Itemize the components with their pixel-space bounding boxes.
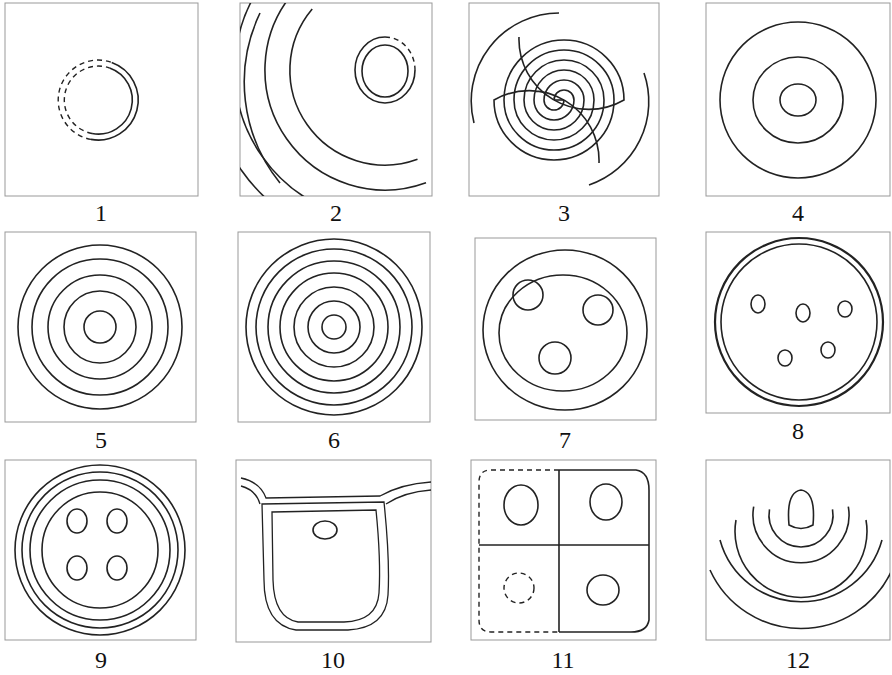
callout-number: 2 <box>330 201 342 225</box>
panel-illustration <box>238 232 430 422</box>
callout-number: 7 <box>559 428 571 452</box>
callout-number: 10 <box>321 648 345 672</box>
callout-number: 6 <box>328 428 340 452</box>
panel-illustration <box>706 232 890 413</box>
panel-illustration <box>5 3 198 196</box>
panel-illustration <box>236 460 431 642</box>
callout-number: 5 <box>95 428 107 452</box>
panel-illustration <box>469 3 659 196</box>
panel-illustration <box>5 460 196 640</box>
panel-illustration <box>5 232 196 422</box>
callout-number: 9 <box>95 648 107 672</box>
panel-illustration <box>210 0 445 245</box>
panel-illustration <box>706 3 890 196</box>
panel-illustration <box>471 460 656 640</box>
panel-illustration <box>706 460 892 640</box>
callout-number: 3 <box>558 201 570 225</box>
callout-number: 11 <box>551 648 574 672</box>
panel-illustration <box>475 238 656 420</box>
callout-number: 12 <box>786 648 810 672</box>
callout-number: 8 <box>792 419 804 443</box>
callout-number: 1 <box>95 201 107 225</box>
callout-number: 4 <box>792 201 804 225</box>
